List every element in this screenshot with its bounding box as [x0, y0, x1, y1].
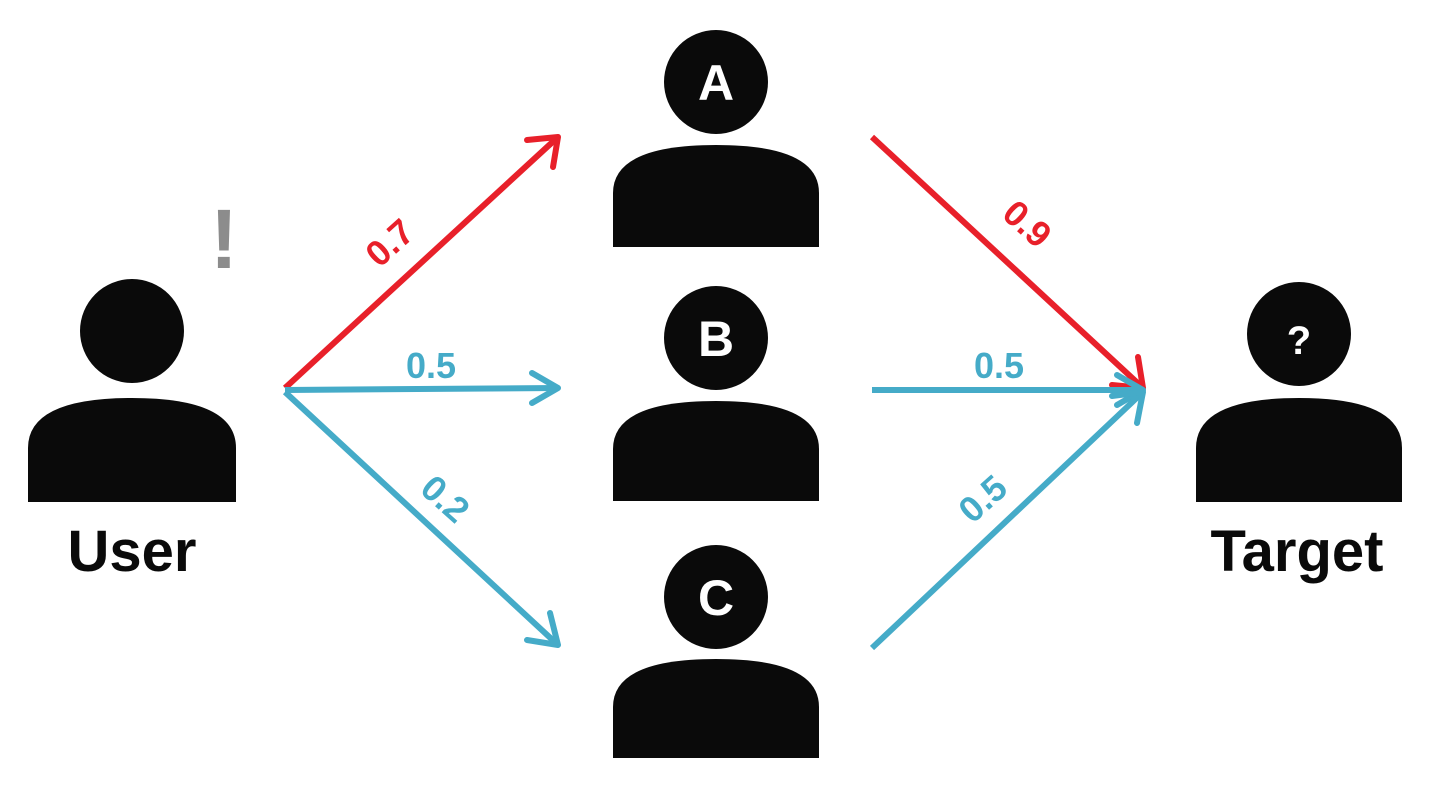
- edge-c-target-arrowhead: [1109, 389, 1146, 426]
- edge-c-target-line: [869, 389, 1146, 651]
- edge-a-target-weight: 0.9: [995, 192, 1060, 256]
- edge-user-b-arrowhead: [529, 370, 561, 406]
- edge-user-b-weight: 0.5: [406, 345, 456, 386]
- edge-a-target-line: [869, 134, 1146, 391]
- node-user-label: User: [68, 519, 197, 584]
- node-target-letter: ?: [1287, 319, 1311, 363]
- node-a: A: [613, 30, 819, 247]
- edge-user-a-weight: 0.7: [357, 211, 422, 275]
- node-b: B: [613, 286, 819, 501]
- person-icon: [613, 545, 819, 758]
- person-icon: [28, 279, 236, 502]
- node-c: C: [613, 545, 819, 758]
- node-target: ? Target: [1196, 282, 1402, 584]
- edge-user-a-line: [282, 134, 561, 391]
- person-icon: [613, 30, 819, 247]
- exclamation-mark: !: [210, 192, 238, 286]
- node-target-label: Target: [1211, 519, 1384, 584]
- edge-c-target: [869, 389, 1146, 651]
- edge-user-b: [284, 370, 561, 406]
- edge-user-c: [282, 389, 561, 648]
- node-a-letter: A: [698, 55, 734, 111]
- node-c-letter: C: [698, 570, 734, 626]
- edge-user-c-arrowhead: [524, 610, 561, 648]
- person-icon: [613, 286, 819, 501]
- edge-user-c-line: [282, 389, 561, 648]
- edge-user-a-arrowhead: [524, 134, 561, 170]
- edge-b-target-weight: 0.5: [974, 345, 1024, 386]
- node-b-letter: B: [698, 311, 734, 367]
- node-user: User: [28, 279, 236, 584]
- person-icon: [1196, 282, 1402, 502]
- edge-user-a: [282, 134, 561, 391]
- edge-user-b-line: [284, 385, 559, 393]
